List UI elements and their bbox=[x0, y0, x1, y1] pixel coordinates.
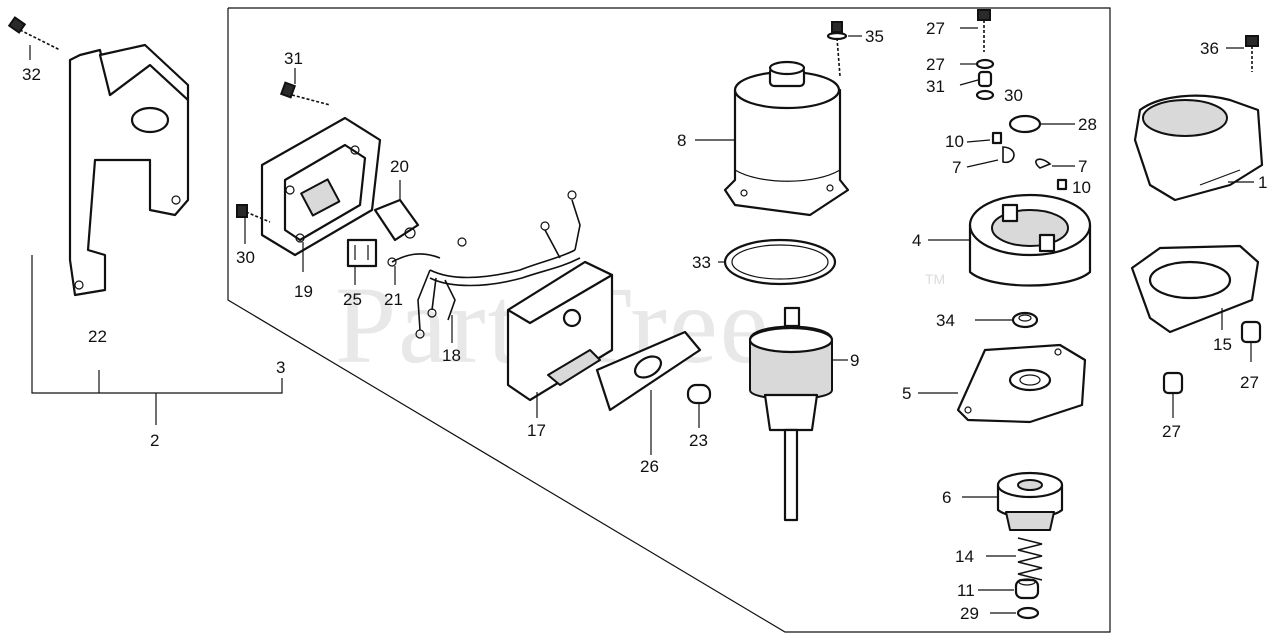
brush-10-right bbox=[1056, 178, 1068, 191]
callout-23: 27 bbox=[926, 19, 945, 38]
callout-27-right: 27 bbox=[1240, 373, 1259, 392]
leader-7-left bbox=[966, 159, 999, 168]
control-box-15 bbox=[260, 116, 382, 257]
callout-28: 30 bbox=[1004, 86, 1023, 105]
screw-33 bbox=[236, 204, 271, 223]
callout-8: 8 bbox=[677, 131, 686, 150]
leader-10-left bbox=[966, 139, 991, 143]
bolt-32 bbox=[826, 21, 848, 77]
seal-31 bbox=[1011, 311, 1039, 329]
callout-19: 23 bbox=[689, 431, 708, 450]
callout-11: 11 bbox=[957, 581, 975, 600]
callout-15: 19 bbox=[294, 282, 313, 301]
brush-10-left bbox=[991, 131, 1003, 145]
watermark-tm: TM bbox=[925, 271, 945, 287]
callout-16: 18 bbox=[442, 346, 461, 365]
connector-20 bbox=[346, 238, 378, 268]
callout-4: 4 bbox=[912, 231, 921, 250]
callout-9: 9 bbox=[850, 351, 859, 370]
callout-7-right: 7 bbox=[1078, 157, 1087, 176]
callout-5: 5 bbox=[902, 384, 911, 403]
callout-32: 35 bbox=[865, 27, 884, 46]
wire-harness-16 bbox=[415, 190, 581, 339]
bolt-34 bbox=[279, 81, 331, 106]
gasket-21 bbox=[595, 330, 702, 412]
cover-1 bbox=[1133, 94, 1264, 202]
bolt-23 bbox=[977, 9, 991, 52]
callout-2: 2 bbox=[150, 431, 159, 450]
callout-36: 36 bbox=[1200, 39, 1219, 58]
pinion-6 bbox=[996, 471, 1064, 531]
callout-12: 14 bbox=[955, 547, 974, 566]
end-plate-5 bbox=[956, 343, 1087, 424]
spacer-29 bbox=[977, 70, 993, 88]
o-ring-28 bbox=[975, 89, 995, 101]
callout-18: 20 bbox=[390, 157, 409, 176]
callout-17: 21 bbox=[384, 290, 403, 309]
callout-20: 25 bbox=[343, 290, 362, 309]
callout-25: 28 bbox=[1078, 115, 1097, 134]
relay-18 bbox=[373, 198, 420, 242]
callout-21: 26 bbox=[640, 457, 659, 476]
callout-10-left: 10 bbox=[945, 132, 964, 151]
spacer-27-left bbox=[1162, 371, 1184, 395]
callout-27-left: 27 bbox=[1162, 422, 1181, 441]
bracket-22 bbox=[68, 43, 190, 297]
callout-29: 31 bbox=[926, 77, 945, 96]
module-14 bbox=[506, 260, 614, 402]
callout-7-left: 7 bbox=[952, 158, 961, 177]
callout-35: 32 bbox=[22, 65, 41, 84]
ring-25 bbox=[1008, 114, 1042, 134]
callout-31: 34 bbox=[936, 311, 955, 330]
callout-1: 1 bbox=[1258, 173, 1267, 192]
spacer-27-right bbox=[1240, 320, 1262, 344]
callout-3: 3 bbox=[276, 358, 285, 377]
callout-22: 22 bbox=[88, 327, 107, 346]
brush-spring-7-right bbox=[1035, 158, 1052, 169]
brush-spring-7-left bbox=[1002, 146, 1015, 164]
brush-holder-4 bbox=[968, 193, 1092, 287]
bolt-36 bbox=[1245, 35, 1259, 72]
o-ring-30 bbox=[723, 238, 837, 286]
armature-9 bbox=[748, 306, 834, 522]
bushing-19 bbox=[686, 383, 712, 405]
assembly-boundary bbox=[227, 7, 1111, 633]
wire-17 bbox=[391, 253, 441, 263]
callout-13: 15 bbox=[1213, 335, 1232, 354]
group-bracket-2 bbox=[31, 255, 283, 394]
callout-34: 31 bbox=[284, 49, 303, 68]
callout-24: 27 bbox=[926, 55, 945, 74]
callout-26: 29 bbox=[960, 604, 979, 623]
collar-11 bbox=[1014, 578, 1040, 600]
spring-12 bbox=[1017, 537, 1043, 581]
callout-10-right: 10 bbox=[1072, 178, 1091, 197]
bolt-35 bbox=[7, 16, 61, 51]
callout-33: 30 bbox=[236, 248, 255, 267]
callout-14: 17 bbox=[527, 421, 546, 440]
leader-29 bbox=[959, 79, 979, 86]
callout-30: 33 bbox=[692, 253, 711, 272]
motor-housing-8 bbox=[723, 60, 850, 217]
gasket-13 bbox=[1130, 244, 1260, 334]
callout-6: 6 bbox=[942, 488, 951, 507]
washer-24 bbox=[975, 58, 995, 70]
clip-26 bbox=[1016, 606, 1040, 620]
